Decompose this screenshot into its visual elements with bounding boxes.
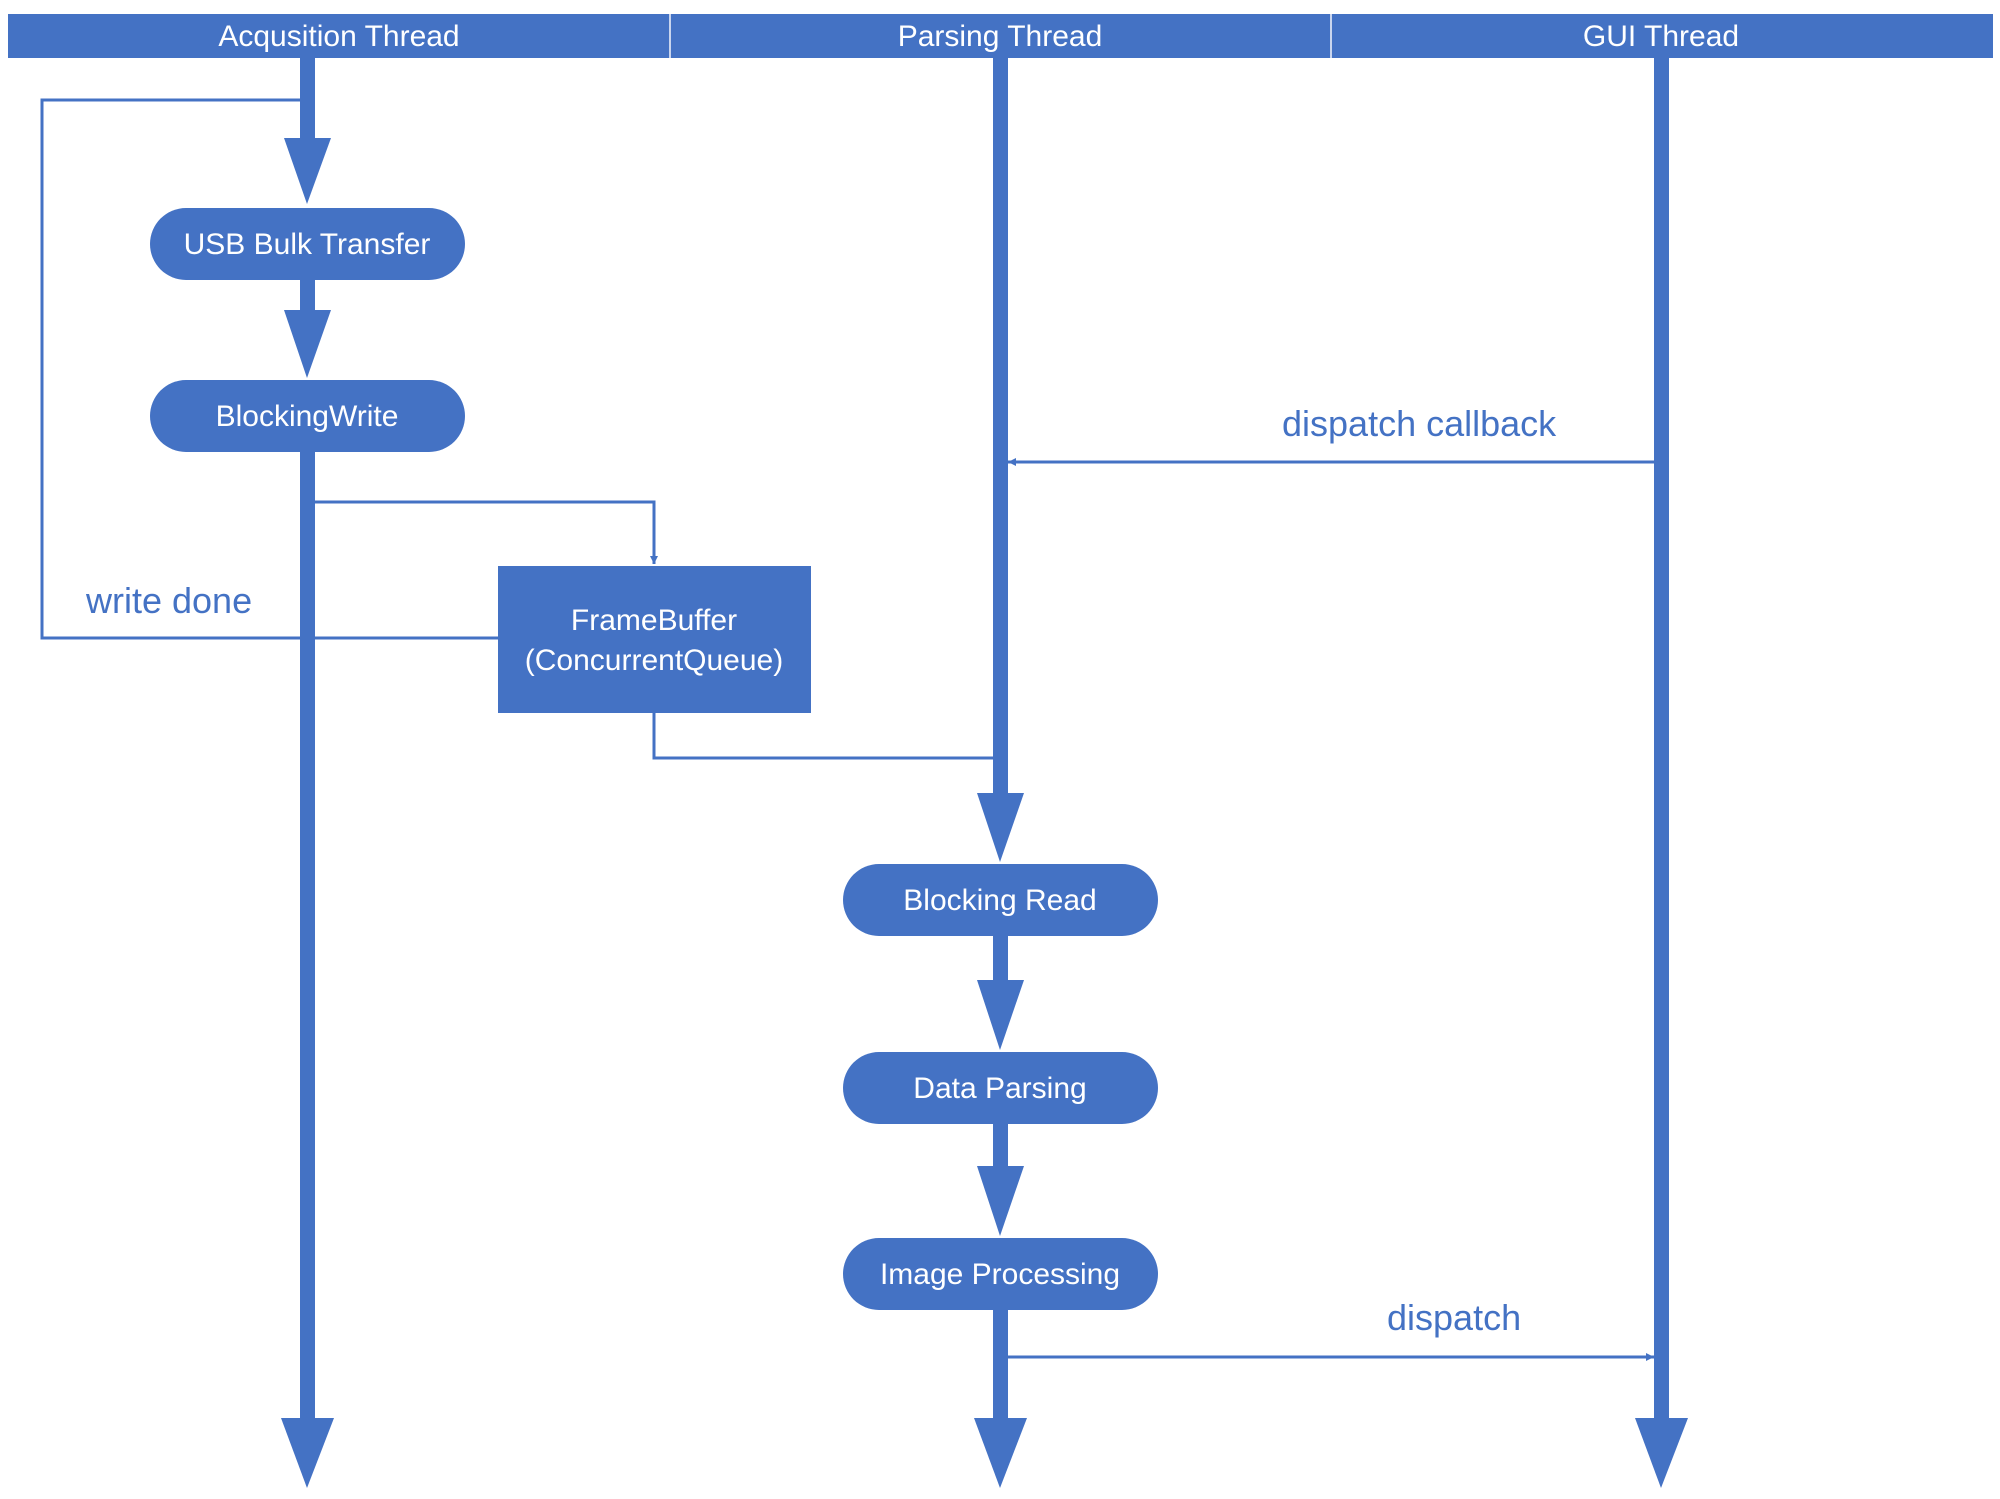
dispatch-callback-label: dispatch callback [1282, 403, 1557, 444]
parsing-arrowhead-bottom [974, 1418, 1027, 1488]
blocking-write-shape [150, 380, 465, 452]
data-parsing-label: Data Parsing [913, 1072, 1086, 1105]
lane-header-bar [8, 14, 1993, 58]
data-parsing-node: Data Parsing [843, 1052, 1158, 1124]
lane-title-gui: GUI Thread [1583, 20, 1739, 53]
frame-buffer-label: FrameBuffer [571, 604, 737, 637]
gui-arrowhead-bottom [1635, 1418, 1688, 1488]
acquisition-lifeline-bottom [300, 452, 315, 1420]
blocking-read-shape [843, 864, 1158, 936]
parsing-arrowhead-mid2 [977, 1166, 1024, 1236]
parsing-arrowhead-mid1 [977, 980, 1024, 1050]
gui-lifeline [1654, 58, 1669, 1420]
acquisition-arrowhead-top [284, 138, 331, 204]
parsing-arrowhead-top [977, 793, 1024, 862]
frame-buffer-shape [498, 566, 811, 713]
write-to-framebuffer-connector [315, 500, 658, 564]
frame-buffer-node: FrameBuffer (ConcurrentQueue) [498, 566, 811, 713]
parsing-lifeline-top [993, 58, 1008, 793]
usb-bulk-transfer-label: USB Bulk Transfer [184, 228, 431, 261]
lifelines [281, 58, 1688, 1488]
blocking-read-label: Blocking Read [903, 884, 1096, 917]
framebuffer-to-parsing-connector [652, 713, 993, 760]
parsing-lifeline-mid2 [993, 1124, 1008, 1166]
image-processing-node: Image Processing [843, 1238, 1158, 1310]
frame-buffer-sublabel: (ConcurrentQueue) [525, 644, 783, 677]
lane-title-parsing: Parsing Thread [898, 20, 1103, 53]
blocking-write-node: BlockingWrite [150, 380, 465, 452]
connectors [40, 98, 1654, 1361]
write-done-label: write done [85, 580, 252, 621]
lane-header: Acqusition Thread Parsing Thread GUI Thr… [8, 14, 1993, 58]
image-processing-label: Image Processing [880, 1258, 1120, 1291]
lane-title-acquisition: Acqusition Thread [218, 20, 459, 53]
acquisition-arrowhead-mid [284, 310, 331, 378]
data-parsing-shape [843, 1052, 1158, 1124]
parsing-lifeline-bottom [993, 1309, 1008, 1419]
acquisition-arrowhead-bottom [281, 1418, 334, 1488]
usb-bulk-transfer-node: USB Bulk Transfer [150, 208, 465, 280]
dispatch-label: dispatch [1387, 1297, 1521, 1338]
blocking-read-node: Blocking Read [843, 864, 1158, 936]
usb-bulk-transfer-shape [150, 208, 465, 280]
acquisition-lifeline-top [300, 58, 315, 138]
write-done-loop [40, 98, 498, 640]
blocking-write-label: BlockingWrite [216, 400, 399, 433]
parsing-lifeline-mid1 [993, 935, 1008, 980]
image-processing-shape [843, 1238, 1158, 1310]
